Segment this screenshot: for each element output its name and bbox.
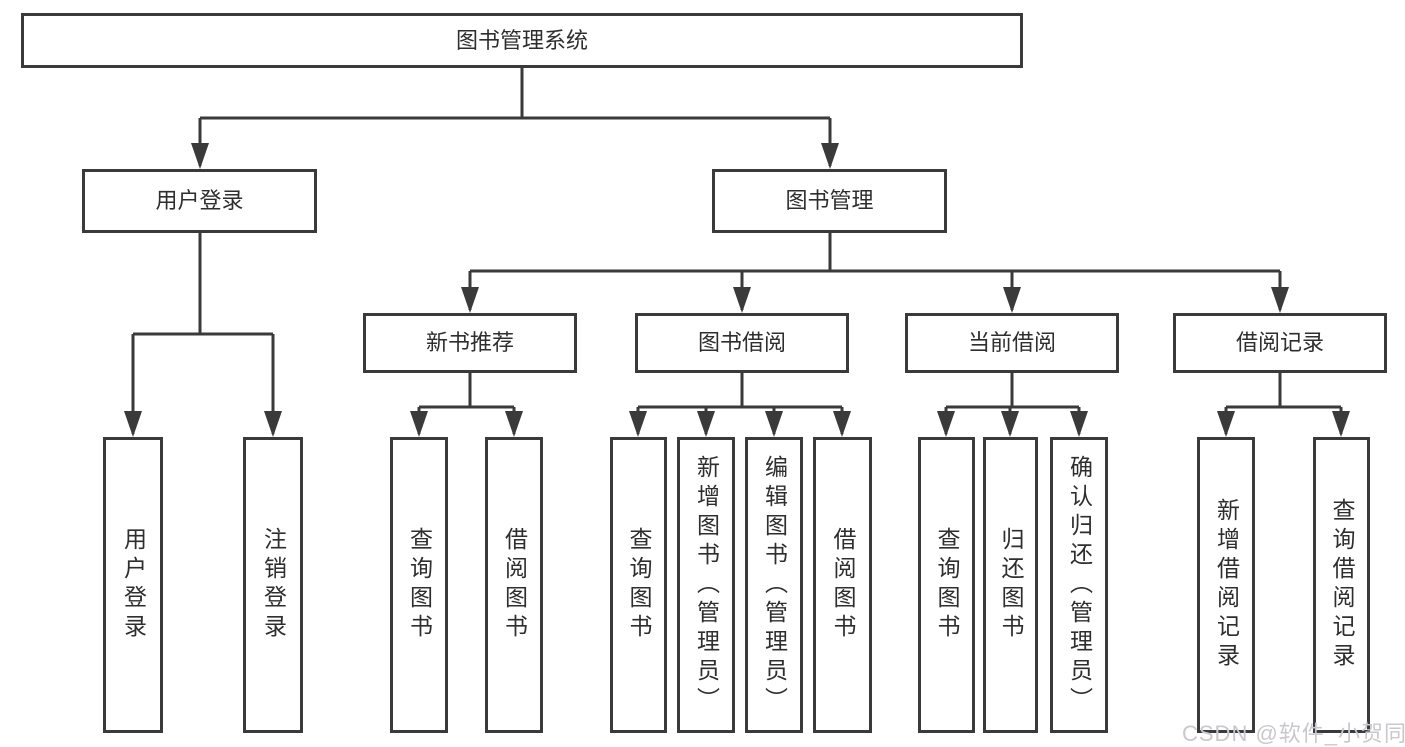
leaf-query-borrow-record: 查询借阅记录 [1313,437,1370,733]
leaf-query-books-recommend: 查询图书 [390,437,448,733]
leaf-confirm-return-admin: 确认归还（管理员） [1050,437,1108,733]
node-book-borrow: 图书借阅 [635,313,849,373]
leaf-edit-books-admin: 编辑图书（管理员） [745,437,803,733]
node-current-borrow: 当前借阅 [905,313,1119,373]
leaf-borrow-books-recommend: 借阅图书 [485,437,543,733]
csdn-watermark: CSDN @软件_小贺同学 [1182,721,1405,746]
node-borrow-records: 借阅记录 [1173,313,1387,373]
connector-strokes [131,68,1343,434]
leaf-add-borrow-record: 新增借阅记录 [1197,437,1255,733]
node-user-login: 用户登录 [82,169,317,233]
node-new-book-recommend: 新书推荐 [363,313,577,373]
leaf-query-books-borrow: 查询图书 [610,437,667,733]
leaf-return-books: 归还图书 [983,437,1038,733]
leaf-add-books-admin: 新增图书（管理员） [677,437,735,733]
leaf-query-books-current: 查询图书 [918,437,975,733]
leaf-logout: 注销登录 [243,437,303,733]
leaf-borrow-books: 借阅图书 [813,437,872,733]
node-book-management: 图书管理 [712,169,947,233]
node-root-system: 图书管理系统 [21,13,1023,68]
leaf-user-login: 用户登录 [103,437,163,733]
